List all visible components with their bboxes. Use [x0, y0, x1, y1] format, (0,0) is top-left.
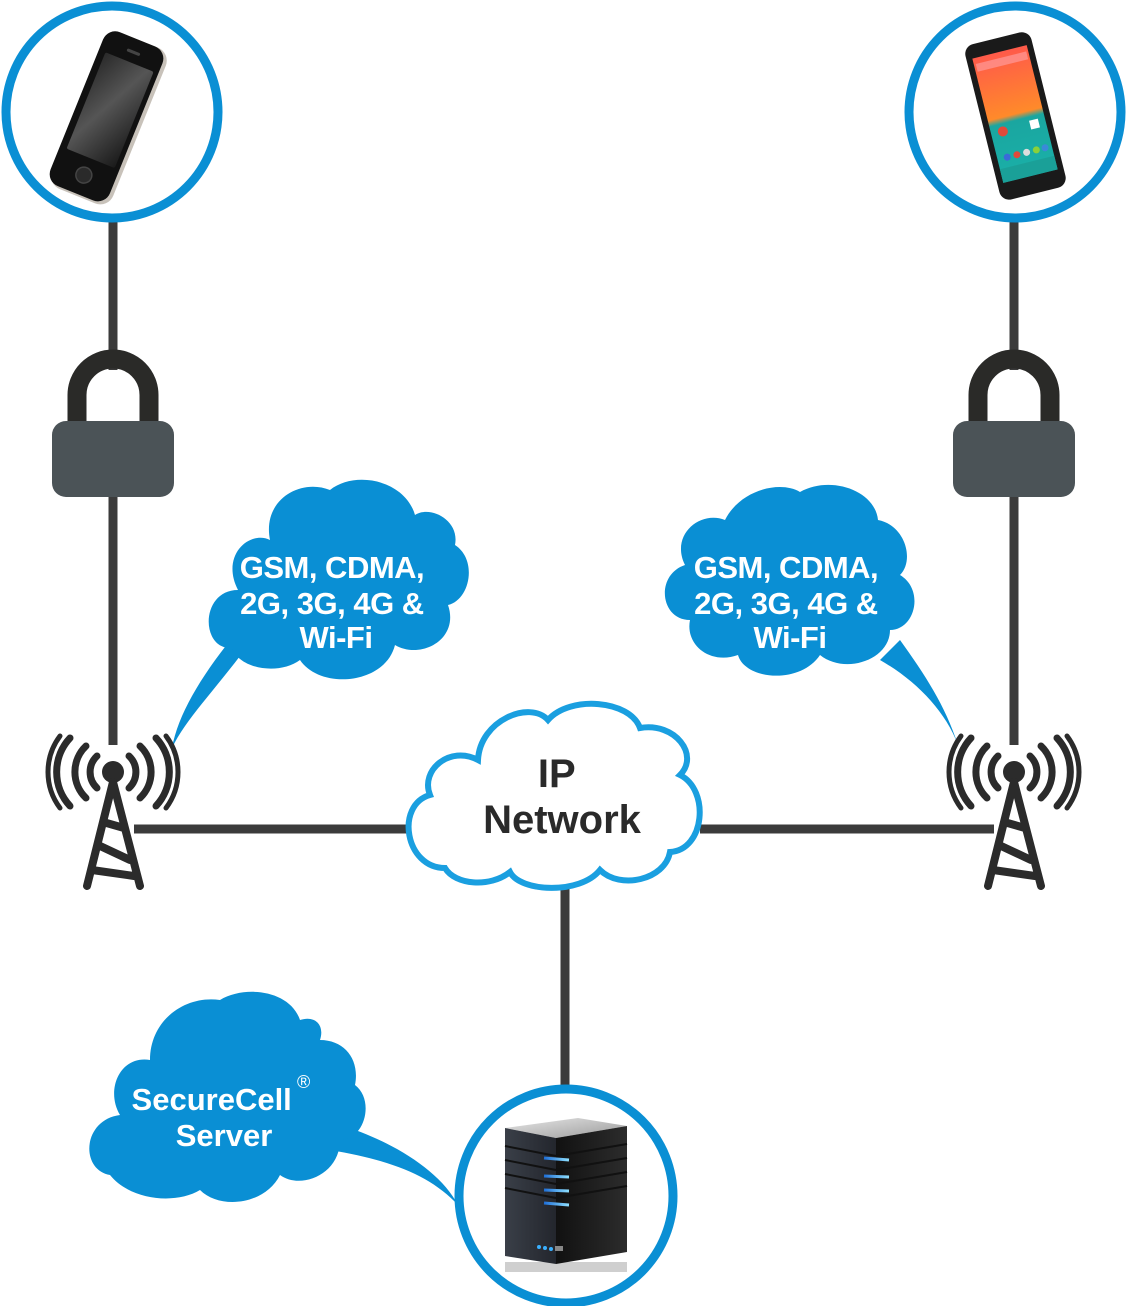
right-cloud-line-1: GSM, CDMA, [694, 550, 878, 585]
server-cloud-line-1: SecureCell [132, 1082, 292, 1117]
ip-cloud-line-1: IP [538, 752, 575, 796]
left-cloud-line-2: 2G, 3G, 4G & [240, 586, 424, 621]
left-cell-tower-icon [45, 733, 181, 890]
right-cell-tower-icon [946, 733, 1082, 890]
right-phone-node[interactable] [904, 1, 1126, 223]
server-cloud-line-2: Server [176, 1118, 273, 1153]
left-cloud-line-1: GSM, CDMA, [240, 550, 424, 585]
svg-text:GSM, CDMA, 2G, 3G, 4G &: GSM, CDMA, 2G, 3G, 4G & Wi-Fi [694, 550, 887, 655]
ip-network-cloud[interactable]: IP Network [405, 700, 703, 891]
left-network-cloud: GSM, CDMA, 2G, 3G, 4G & Wi-Fi [172, 479, 469, 748]
registered-mark: ® [297, 1072, 310, 1092]
android-phone-icon [965, 32, 1066, 200]
right-cloud-line-2: 2G, 3G, 4G & [694, 586, 878, 621]
svg-text:GSM, CDMA, 2G, 3G, 4G &: GSM, CDMA, 2G, 3G, 4G & Wi-Fi [240, 550, 433, 655]
svg-text:IP Network: IP Network [483, 752, 642, 842]
svg-text:SecureCell Server: SecureCell Server [132, 1082, 301, 1153]
left-padlock-icon [52, 349, 174, 497]
server-icon [504, 1118, 628, 1272]
right-network-cloud: GSM, CDMA, 2G, 3G, 4G & Wi-Fi [664, 484, 958, 745]
ip-cloud-line-2: Network [483, 798, 642, 842]
smartphone-icon [49, 31, 167, 205]
connection-lines [108, 222, 1019, 1090]
right-padlock-icon [953, 349, 1075, 497]
left-phone-node[interactable] [1, 1, 223, 223]
securecell-server-cloud: SecureCell Server ® [89, 991, 458, 1205]
server-node[interactable] [454, 1084, 678, 1306]
right-cloud-line-3: Wi-Fi [754, 620, 827, 655]
left-cloud-line-3: Wi-Fi [300, 620, 373, 655]
